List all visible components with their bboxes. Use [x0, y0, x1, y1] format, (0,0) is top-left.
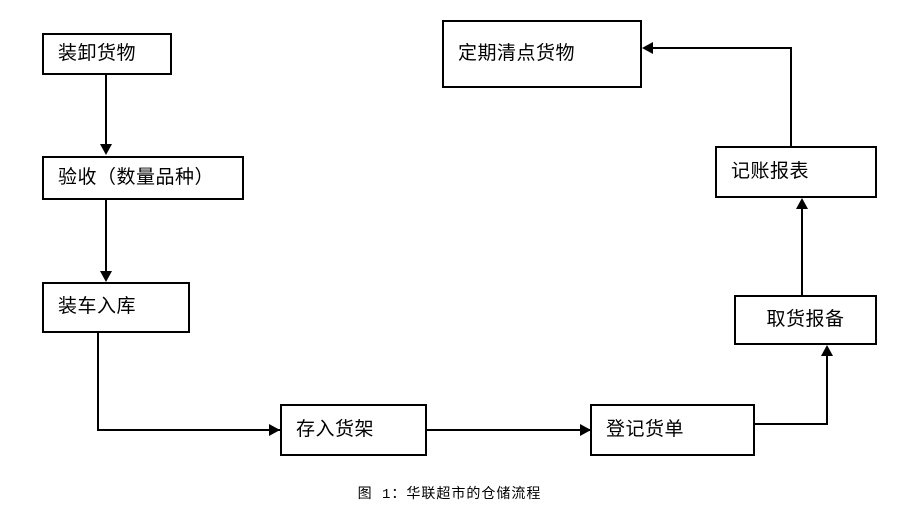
connector-register-to-pickup-arrowhead: [821, 345, 833, 356]
connector-register-to-pickup-vertical: [826, 356, 828, 424]
node-label: 装车入库: [58, 296, 137, 318]
node-inspect-quantity-variety[interactable]: 验收（数量品种）: [42, 156, 244, 200]
connector-accounting-to-stockcount-arrowhead: [642, 42, 653, 54]
figure-caption: 图 1：华联超市的仓储流程: [357, 487, 542, 503]
node-unload-goods[interactable]: 装卸货物: [42, 33, 172, 75]
connector-unload-to-inspect-arrowhead: [100, 144, 112, 155]
node-label: 定期清点货物: [458, 42, 576, 64]
node-label: 装卸货物: [58, 42, 137, 64]
node-register-cargo-list[interactable]: 登记货单: [590, 404, 755, 456]
node-periodic-stock-count[interactable]: 定期清点货物: [442, 20, 642, 88]
connector-inspect-to-load-arrowhead: [100, 271, 112, 282]
connector-unload-to-inspect-line: [105, 75, 107, 145]
connector-load-to-shelf-vertical: [97, 333, 99, 431]
node-store-on-shelf[interactable]: 存入货架: [280, 404, 427, 456]
connector-shelf-to-register-arrowhead: [580, 424, 591, 436]
connector-load-to-shelf-horizontal: [97, 429, 281, 431]
connector-pickup-to-accounting-arrowhead: [796, 198, 808, 209]
connector-inspect-to-load-line: [105, 200, 107, 272]
node-label: 验收（数量品种）: [58, 166, 215, 188]
node-load-into-warehouse[interactable]: 装车入库: [42, 282, 190, 333]
node-accounting-report[interactable]: 记账报表: [715, 146, 877, 198]
node-label: 登记货单: [606, 418, 685, 440]
connector-load-to-shelf-arrowhead: [269, 424, 280, 436]
connector-pickup-to-accounting-line: [801, 209, 803, 295]
connector-accounting-to-stockcount-horizontal: [653, 47, 792, 49]
node-label: 存入货架: [296, 418, 375, 440]
connector-register-to-pickup-horizontal: [755, 423, 828, 425]
node-label: 取货报备: [766, 308, 845, 330]
node-label: 记账报表: [731, 160, 810, 182]
connector-shelf-to-register-line: [427, 429, 592, 431]
node-pickup-report[interactable]: 取货报备: [734, 295, 877, 345]
connector-accounting-to-stockcount-vertical: [790, 47, 792, 146]
